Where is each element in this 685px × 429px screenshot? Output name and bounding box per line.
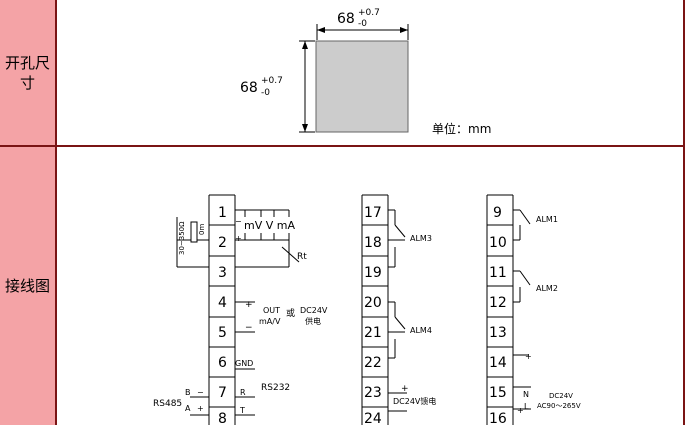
height-tol-minus: -0 (261, 88, 270, 98)
width-tol-minus: -0 (358, 19, 367, 29)
or-label: 或 (286, 307, 295, 319)
rs485-b: B (185, 388, 191, 397)
terminal-block-3: 9 10 11 12 13 14 15 16 (486, 194, 514, 427)
wiring-diagram: 1 2 3 4 5 6 7 8 (153, 194, 581, 427)
terminal-11: 11 (489, 265, 507, 281)
terminal-3: 3 (218, 265, 227, 281)
terminal-23: 23 (364, 385, 382, 401)
terminal-2-plus: + (235, 234, 242, 243)
height-base: 68 (240, 80, 258, 96)
cutout-row-label: 开孔尺 寸 (0, 0, 57, 145)
wiring-cell: 1 2 3 4 5 6 7 8 (57, 147, 685, 427)
ground-mark: + (525, 352, 532, 361)
rs232-r: R (240, 388, 246, 397)
terminal-block-2: 17 18 19 20 21 22 23 24 (361, 194, 389, 427)
n-label: N (523, 390, 529, 399)
out-plus: + (245, 300, 253, 310)
rs232-label: RS232 (261, 383, 290, 393)
out-units: mA/V (259, 317, 281, 326)
alm2-label: ALM2 (536, 284, 558, 293)
out-minus: − (245, 323, 253, 333)
terminal-10: 10 (489, 235, 507, 251)
power-dc: DC24V (549, 392, 573, 400)
rt-label: Rt (297, 252, 307, 262)
row-divider (0, 145, 685, 147)
rs232-t: T (239, 406, 245, 415)
terminal-block-1: 1 2 3 4 5 6 7 8 (208, 194, 236, 427)
cutout-dimension-diagram: 68 +0.7 -0 68 +0.7 -0 单位：mm (240, 8, 491, 136)
out-label: OUT (263, 306, 280, 315)
terminal-6: 6 (218, 355, 227, 371)
terminal-21: 21 (364, 325, 382, 341)
terminal-14: 14 (489, 355, 507, 371)
terminal-1-minus: − (235, 217, 242, 226)
terminal-1: 1 (218, 205, 227, 221)
width-arrow-left (317, 27, 325, 33)
cutout-square (315, 40, 409, 133)
height-arrow-top (302, 41, 308, 49)
height-arrow-bottom (302, 124, 308, 132)
cutout-cell: 68 +0.7 -0 68 +0.7 -0 单位：mm (57, 0, 685, 145)
wiring-row-label: 接线图 (0, 147, 57, 425)
alm3-label: ALM3 (410, 234, 432, 243)
terminal-19: 19 (364, 265, 382, 281)
gnd-label: GND (235, 359, 253, 368)
terminal-12: 12 (489, 295, 507, 311)
height-tol-plus: +0.7 (261, 76, 283, 86)
out-dc24v: DC24V (300, 306, 328, 315)
terminal-13: 13 (489, 325, 507, 341)
terminal-4: 4 (218, 295, 227, 311)
terminal-24: 24 (364, 411, 382, 425)
width-arrow-right (400, 27, 408, 33)
width-tol-plus: +0.7 (358, 8, 380, 18)
l-plus: + (517, 406, 524, 415)
input-wiring (176, 209, 300, 268)
terminal-18: 18 (364, 235, 382, 251)
alm1-label: ALM1 (536, 215, 558, 224)
unit-label: 单位：mm (432, 121, 491, 136)
rs485-a: A (185, 404, 191, 413)
terminal-2: 2 (218, 235, 227, 251)
alm1-contacts (513, 209, 531, 241)
out-supply: 供电 (305, 316, 321, 326)
terminal-9: 9 (493, 205, 502, 221)
alm2-contacts (513, 270, 531, 303)
rs485-a-plus: + (197, 404, 204, 413)
terminal-22: 22 (364, 355, 382, 371)
feed-label: DC24V馈电 (393, 396, 436, 406)
terminal-8: 8 (218, 411, 227, 425)
width-base: 68 (337, 11, 355, 27)
rs485-label: RS485 (153, 399, 182, 409)
rt-range: 30~350Ω (178, 221, 186, 255)
alm4-contacts (388, 301, 406, 359)
feed-plus: + (401, 384, 409, 394)
alm3-contacts (388, 209, 406, 268)
terminal-7: 7 (218, 385, 227, 401)
terminal-16: 16 (489, 411, 507, 425)
terminal-15: 15 (489, 385, 507, 401)
input-types: mV V mA (244, 219, 295, 232)
terminal-17: 17 (364, 205, 382, 221)
l-label: L (524, 402, 529, 411)
alm4-label: ALM4 (410, 326, 432, 335)
ohm-label: 0m (198, 224, 206, 235)
power-ac: AC90～265V (537, 402, 581, 410)
rs485-b-minus: − (197, 388, 204, 397)
terminal-5: 5 (218, 325, 227, 341)
terminal-20: 20 (364, 295, 382, 311)
